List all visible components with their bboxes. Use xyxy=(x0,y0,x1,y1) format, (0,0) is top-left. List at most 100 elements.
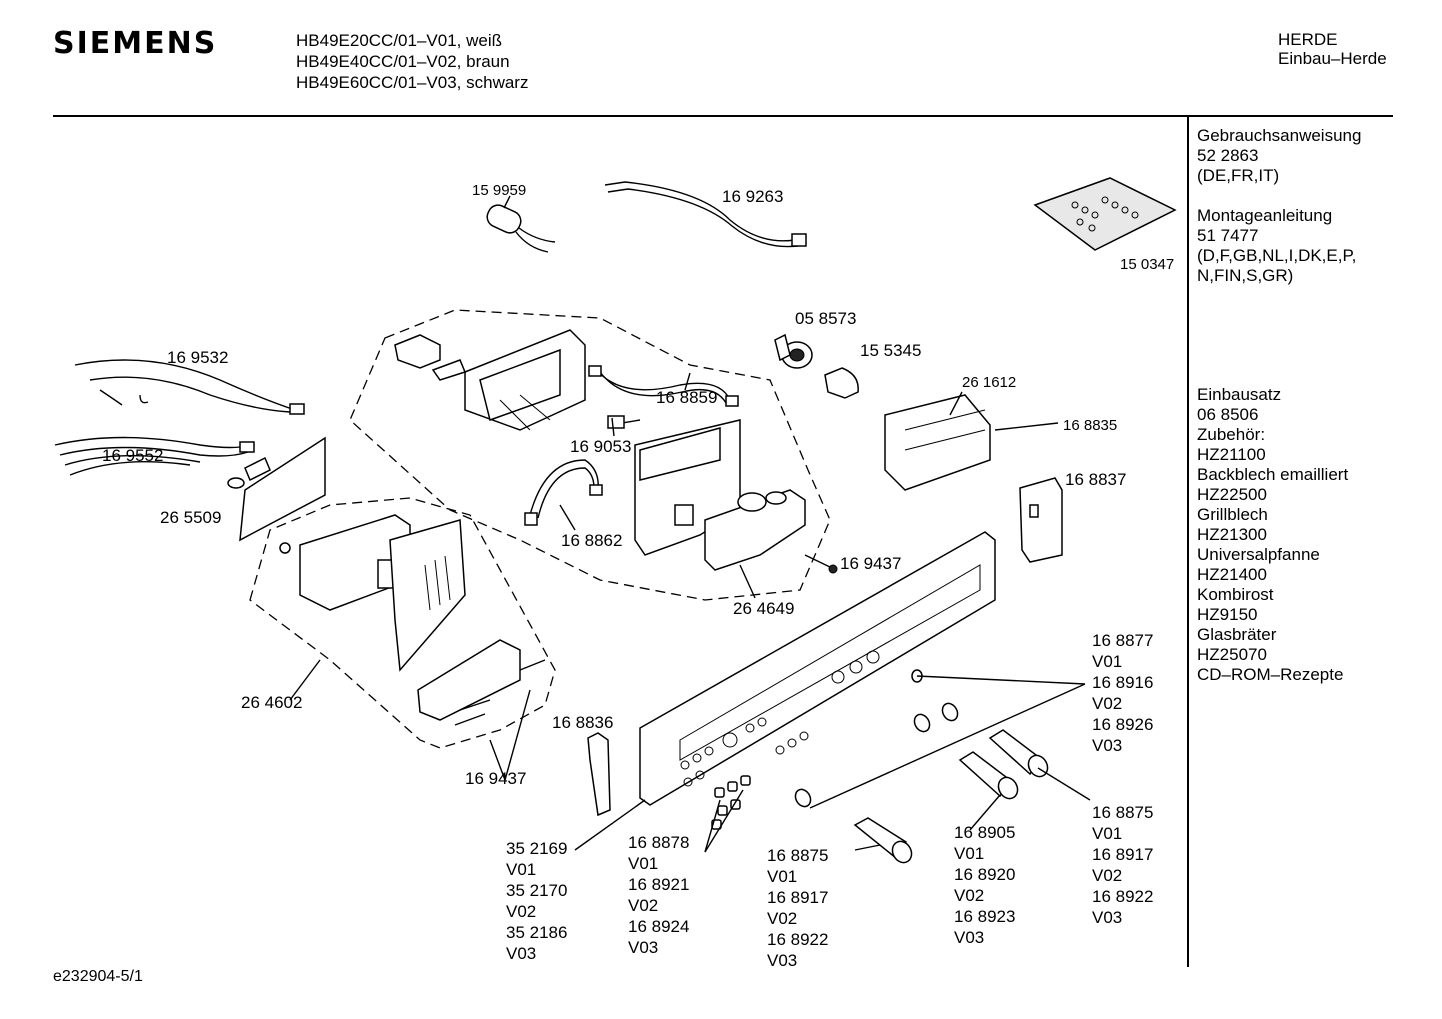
part-label: 26 5509 xyxy=(160,508,222,527)
part-label: 16 9552 xyxy=(102,446,164,465)
variant-line: 16 8917 xyxy=(767,888,829,907)
part-label: 26 1612 xyxy=(962,374,1017,391)
wire-harness-part xyxy=(54,436,255,476)
part-label: 15 5345 xyxy=(860,341,922,360)
variant-line: 16 8917 xyxy=(1092,845,1154,864)
bracket-part xyxy=(1019,477,1063,563)
lamp-cover-part xyxy=(824,367,859,399)
variant-line: V02 xyxy=(954,886,985,905)
sidebar-manual: Gebrauchsanweisung 52 2863 (DE,FR,IT) xyxy=(1197,126,1361,186)
leader-lines xyxy=(289,195,1091,853)
rotary-knob-part xyxy=(853,817,913,864)
model-line: HB49E40CC/01–V02, braun xyxy=(296,52,510,71)
sidebar-install: Montageanleitung 51 7477 (D,F,GB,NL,I,DK… xyxy=(1197,206,1356,286)
cable-part xyxy=(604,181,807,248)
brand-logo: SIEMENS xyxy=(53,26,218,61)
knob-variant-list: 16 8875 V01 16 8917 V02 16 8922 V03 xyxy=(767,845,828,971)
model-list: HB49E20CC/01–V01, weiß HB49E40CC/01–V02,… xyxy=(296,30,528,93)
sidebar-line: Gebrauchsanweisung xyxy=(1197,126,1362,145)
sidebar-line: Montageanleitung xyxy=(1197,206,1333,225)
variant-line: 35 2186 xyxy=(506,923,568,942)
cable-part xyxy=(588,365,739,407)
variant-line: 16 8875 xyxy=(767,846,829,865)
part-label: 16 9437 xyxy=(840,554,902,573)
sidebar-line: Universalpfanne xyxy=(1197,545,1320,564)
switch-housing-part xyxy=(417,639,521,721)
trim-bracket-part xyxy=(587,732,611,817)
sidebar-line: HZ9150 xyxy=(1197,605,1258,624)
connector-part xyxy=(394,334,467,381)
part-label: 15 9959 xyxy=(472,182,527,199)
variant-line: V03 xyxy=(767,951,798,970)
variant-line: V01 xyxy=(506,860,537,879)
variant-line: 16 8877 xyxy=(1092,631,1154,650)
document-id: e232904-5/1 xyxy=(53,968,143,985)
sidebar-line: CD–ROM–Rezepte xyxy=(1197,665,1344,684)
variant-line: V02 xyxy=(1092,694,1123,713)
sidebar-line: Zubehör: xyxy=(1197,425,1266,444)
variant-line: V02 xyxy=(1092,866,1123,885)
panel-variant-list: 35 2169 V01 35 2170 V02 35 2186 V03 xyxy=(506,838,567,964)
sidebar-line: Einbausatz xyxy=(1197,385,1282,404)
circuit-board-part xyxy=(389,519,466,672)
switch-housing-part xyxy=(464,329,586,431)
variant-line: 16 8923 xyxy=(954,907,1016,926)
part-label: 16 9532 xyxy=(167,348,229,367)
variant-line: 35 2169 xyxy=(506,839,568,858)
sidebar-line: (D,F,GB,NL,I,DK,E,P, xyxy=(1197,246,1357,265)
sidebar-line: HZ21400 xyxy=(1197,565,1267,584)
wire-harness-part xyxy=(74,359,305,415)
circuit-board-part xyxy=(227,436,326,542)
variant-line: V01 xyxy=(628,854,659,873)
part-label: 16 8836 xyxy=(552,713,614,732)
sidebar-line: 51 7477 xyxy=(1197,226,1259,245)
variant-line: 35 2170 xyxy=(506,881,568,900)
variant-line: V03 xyxy=(1092,736,1123,755)
model-line: HB49E60CC/01–V03, schwarz xyxy=(296,73,529,92)
control-panel-part xyxy=(639,531,996,806)
part-label: 26 4649 xyxy=(733,599,795,618)
variant-line: V02 xyxy=(767,909,798,928)
variant-line: 16 8878 xyxy=(628,833,690,852)
variant-line: V03 xyxy=(954,928,985,947)
sidebar-line: HZ22500 xyxy=(1197,485,1267,504)
model-line: HB49E20CC/01–V01, weiß xyxy=(296,31,503,50)
sidebar-line: HZ21100 xyxy=(1197,445,1266,464)
variant-line: V01 xyxy=(954,844,985,863)
category-line: HERDE xyxy=(1278,30,1338,49)
part-label: 16 9437 xyxy=(465,769,527,788)
screw-bag-part xyxy=(1033,177,1177,251)
variant-line: 16 8921 xyxy=(628,875,690,894)
knob-variant-list: 16 8877 V01 16 8916 V02 16 8926 V03 xyxy=(1092,630,1153,756)
variant-line: 16 8920 xyxy=(954,865,1016,884)
category: HERDE Einbau–Herde xyxy=(1278,30,1387,68)
sidebar-line: N,FIN,S,GR) xyxy=(1197,266,1294,285)
sidebar-line: HZ21300 xyxy=(1197,525,1267,544)
variant-line: 16 8922 xyxy=(767,930,829,949)
knob-variant-list: 16 8905 V01 16 8920 V02 16 8923 V03 xyxy=(954,822,1015,948)
knob-ring-part xyxy=(794,669,959,808)
screw-part xyxy=(804,554,838,574)
sidebar-line: Backblech emailliert xyxy=(1197,465,1349,484)
sidebar-line: 52 2863 xyxy=(1197,146,1259,165)
category-line: Einbau–Herde xyxy=(1278,49,1387,68)
part-label: 05 8573 xyxy=(795,309,857,328)
variant-line: V01 xyxy=(1092,652,1123,671)
sidebar-accessories: Einbausatz 06 8506 Zubehör: HZ21100 Back… xyxy=(1197,385,1348,685)
sidebar-line: 06 8506 xyxy=(1197,405,1259,424)
capacitor-part xyxy=(486,204,556,253)
part-label: 16 9263 xyxy=(722,187,784,206)
sidebar-line: Kombirost xyxy=(1197,585,1274,604)
sidebar-line: HZ25070 xyxy=(1197,645,1267,664)
group-outline-upper xyxy=(349,309,831,601)
variant-line: 16 8916 xyxy=(1092,673,1154,692)
button-caps-part xyxy=(711,775,751,830)
variant-line: V02 xyxy=(628,896,659,915)
knob-variant-list: 16 8875 V01 16 8917 V02 16 8922 V03 xyxy=(1092,802,1153,928)
variant-line: V01 xyxy=(1092,824,1123,843)
sidebar-divider xyxy=(1187,117,1189,967)
part-label: 15 0347 xyxy=(1120,256,1175,273)
variant-line: 16 8922 xyxy=(1092,887,1154,906)
header-divider xyxy=(53,115,1393,117)
